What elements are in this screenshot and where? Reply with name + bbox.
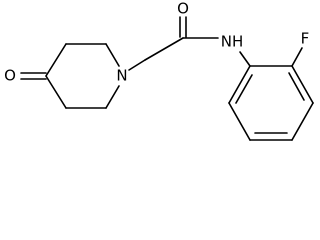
ring-bond-c2-n1	[105, 43, 120, 67]
ring-bond-c5-c4	[45, 75, 67, 109]
acetamide-linker: O NH	[128, 0, 251, 71]
aryl-bond-c2-c3	[291, 65, 314, 104]
ring-bond-n1-c6	[105, 85, 120, 109]
ketone-group: O	[4, 67, 47, 85]
chemical-structure-diagram: O N O NH F	[4, 0, 314, 141]
ketone-oxygen-label: O	[4, 67, 16, 85]
bond-aryl-fluorine	[291, 47, 303, 67]
aryl-inner-double-bond-3	[235, 74, 253, 104]
bond-ch2-carbonyl-c	[144, 37, 184, 61]
ring-bond-c4-c3	[45, 43, 67, 77]
amide-nitrogen-label: NH	[221, 33, 244, 51]
aryl-inner-double-bond-1	[288, 72, 305, 101]
fluorine-label: F	[301, 30, 310, 48]
bond-n1-ch2	[128, 59, 146, 71]
fluorophenyl-ring	[228, 65, 314, 141]
fluorine-substituent: F	[291, 30, 310, 67]
bond-nh-aryl	[239, 51, 251, 67]
piperidine-nitrogen-label: N	[116, 67, 127, 85]
aryl-bond-c5-c6	[228, 102, 251, 141]
carbonyl-oxygen-label: O	[177, 0, 189, 18]
piperidinone-ring	[45, 43, 120, 109]
aryl-bond-c6-c1	[228, 65, 251, 104]
aryl-bond-c3-c4	[291, 102, 314, 141]
